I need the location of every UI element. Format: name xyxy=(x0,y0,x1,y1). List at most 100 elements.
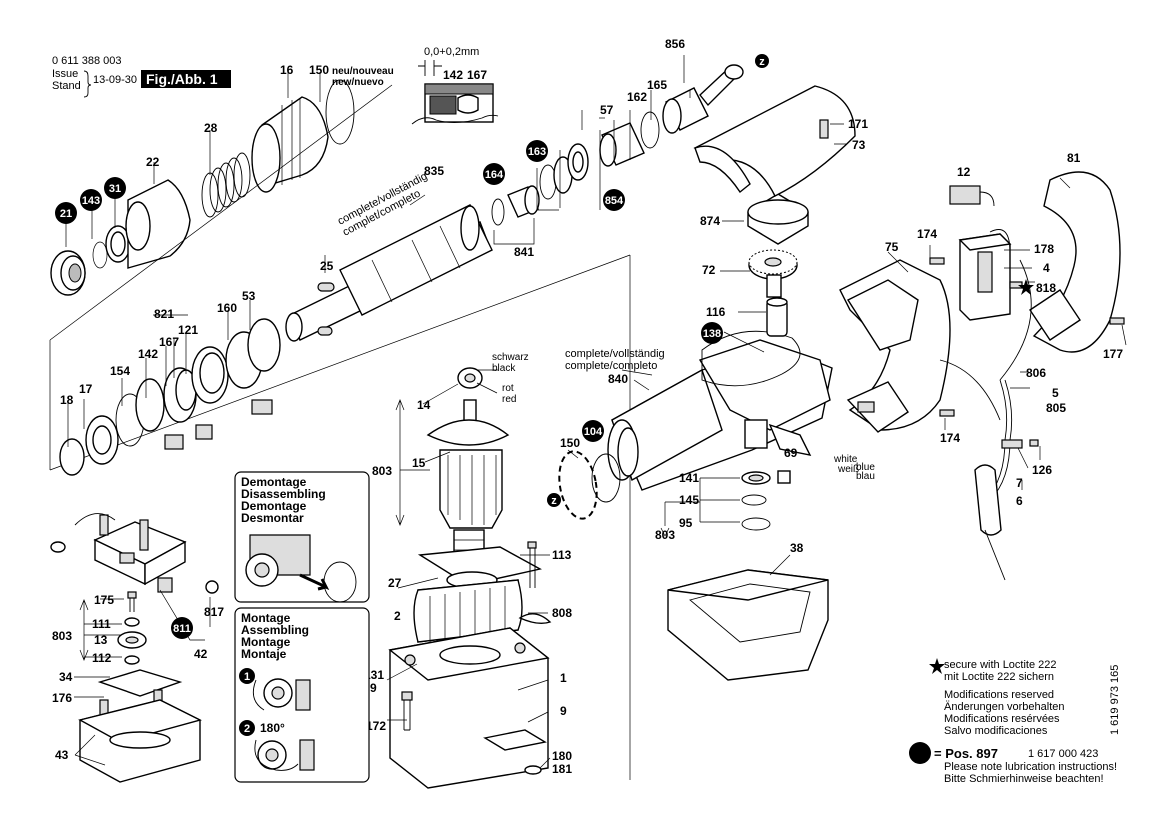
suppressor-12 xyxy=(949,185,995,207)
armature-assembly xyxy=(388,367,552,789)
label-15: 15 xyxy=(412,456,426,470)
label-150-gear: 150 xyxy=(560,436,580,450)
label-28: 28 xyxy=(204,121,218,135)
label-72: 72 xyxy=(702,263,716,277)
note-mod-en: Modifications reserved xyxy=(944,689,1054,701)
note-mod-es: Salvo modificaciones xyxy=(944,725,1048,737)
label-803-gear: 803 xyxy=(655,528,675,542)
svg-text:104: 104 xyxy=(584,426,603,438)
bubble-854: 854 xyxy=(603,189,625,211)
label-116: 116 xyxy=(706,305,726,319)
label-red: red xyxy=(502,394,516,405)
label-180: 180 xyxy=(552,749,572,763)
stand-label: Stand xyxy=(52,80,81,92)
label-113: 113 xyxy=(552,548,572,562)
label-177: 177 xyxy=(1103,347,1123,361)
label-121: 121 xyxy=(178,323,198,337)
bubble-811: 811 xyxy=(171,617,193,639)
label-818: 818 xyxy=(1036,281,1056,295)
label-142-top: 142 xyxy=(443,68,463,82)
label-14: 14 xyxy=(417,398,431,412)
handle-half-81 xyxy=(1029,171,1121,353)
label-69: 69 xyxy=(784,446,798,460)
label-blau: blau xyxy=(856,471,875,482)
cable-6 xyxy=(974,379,1039,581)
bubble-164: 164 xyxy=(483,163,505,185)
assembly-title-de: Montage xyxy=(241,611,291,625)
step-1-icon xyxy=(239,668,255,684)
label-174-bottom: 174 xyxy=(940,431,960,445)
label-17: 17 xyxy=(79,382,93,396)
label-803-motor: 803 xyxy=(372,464,392,478)
label-complete-c: complete/vollständig xyxy=(565,348,665,360)
label-181: 181 xyxy=(552,762,572,776)
label-42: 42 xyxy=(194,647,208,661)
label-43: 43 xyxy=(55,748,69,762)
label-175: 175 xyxy=(94,593,114,607)
label-806: 806 xyxy=(1026,366,1046,380)
svg-text:811: 811 xyxy=(173,623,191,635)
label-150-top: 150 xyxy=(309,63,329,77)
note-loctite-en: secure with Loctite 222 xyxy=(944,659,1057,671)
svg-text:z: z xyxy=(759,56,765,68)
svg-text:854: 854 xyxy=(605,195,624,207)
label-174-top: 174 xyxy=(917,227,937,241)
label-38: 38 xyxy=(790,541,804,555)
label-154: 154 xyxy=(110,364,130,378)
label-874: 874 xyxy=(700,214,720,228)
label-126: 126 xyxy=(1032,463,1052,477)
label-808: 808 xyxy=(552,606,572,620)
side-code: 1 619 973 165 xyxy=(1109,665,1121,735)
label-81: 81 xyxy=(1067,151,1081,165)
svg-text:143: 143 xyxy=(82,195,100,207)
svg-text:138: 138 xyxy=(703,328,721,340)
label-95: 95 xyxy=(679,516,693,530)
label-178: 178 xyxy=(1034,242,1054,256)
issue-label: Issue xyxy=(52,68,78,80)
label-complete-d: complete/completo xyxy=(565,360,657,372)
note-mod-fr: Modifications resérvées xyxy=(944,713,1060,725)
assembly-title-es: Montaje xyxy=(241,647,287,661)
gear-stack xyxy=(747,193,809,337)
label-27: 27 xyxy=(388,576,402,590)
note-lub-en: Please note lubrication instructions! xyxy=(944,761,1117,773)
label-black: black xyxy=(492,363,516,374)
label-142-left: 142 xyxy=(138,347,158,361)
rear-handle-75 xyxy=(839,259,951,433)
label-white: white xyxy=(833,454,858,465)
label-167-top: 167 xyxy=(467,68,487,82)
label-neu-nouveau: neu/nouveau xyxy=(332,66,394,77)
label-9-right: 9 xyxy=(560,704,567,718)
bubble-z-gear: z xyxy=(547,493,561,507)
label-1: 1 xyxy=(560,671,567,685)
svg-text:2: 2 xyxy=(244,723,250,735)
label-803-left: 803 xyxy=(52,629,72,643)
toolholder-rear-parts xyxy=(59,318,281,476)
label-176: 176 xyxy=(52,691,72,705)
bubble-z-top: z xyxy=(755,54,769,68)
label-840: 840 xyxy=(608,372,628,386)
note-loctite-de: mit Loctite 222 sichern xyxy=(944,671,1054,683)
label-817: 817 xyxy=(204,605,224,619)
label-schwarz: schwarz xyxy=(492,352,529,363)
svg-text:z: z xyxy=(551,495,557,507)
label-25: 25 xyxy=(320,259,334,273)
disassembly-title-de: Demontage xyxy=(241,475,307,489)
disassembly-title-es: Desmontar xyxy=(241,511,304,525)
notes-block: secure with Loctite 222 mit Loctite 222 … xyxy=(909,658,1117,785)
label-145: 145 xyxy=(679,493,699,507)
disassembly-title-fr: Demontage xyxy=(241,499,307,513)
label-821: 821 xyxy=(154,307,174,321)
bubble-138: 138 xyxy=(701,322,723,344)
loctite-star-icon xyxy=(1018,279,1034,295)
bubble-21: 21 xyxy=(55,202,77,224)
note-mod-de: Änderungen vorbehalten xyxy=(944,701,1064,713)
label-16: 16 xyxy=(280,63,294,77)
label-171: 171 xyxy=(848,117,868,131)
toolholder-tube xyxy=(285,64,744,342)
label-75: 75 xyxy=(885,240,899,254)
bubble-31: 31 xyxy=(104,177,126,199)
figure-label: Fig./Abb. 1 xyxy=(146,71,218,87)
label-805: 805 xyxy=(1046,401,1066,415)
header-block: 0 611 388 003 Issue Stand 13-09-30 Fig./… xyxy=(52,55,231,98)
